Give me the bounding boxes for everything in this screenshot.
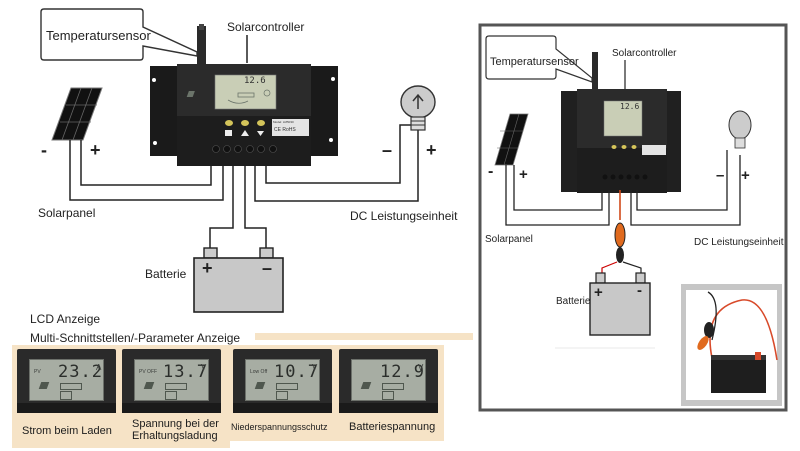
lcd-battery-box-icon	[382, 391, 394, 400]
light-bulb-icon	[400, 85, 436, 131]
lcd-unit: A	[96, 363, 102, 372]
lcd-screen: Low Off 10.7 V	[245, 359, 320, 401]
load-minus-sign: –	[382, 140, 393, 160]
lcd-caption: Niederspannungsschutz	[231, 421, 328, 433]
right-temp-callout	[485, 35, 593, 83]
lcd-battery-icon	[165, 383, 187, 390]
right-controller-label: Solarcontroller	[612, 48, 677, 59]
temp-sensor-label: Temperatursensor	[46, 28, 151, 43]
right-solar-panel-label: Solarpanel	[485, 234, 533, 245]
lcd-battery-box-icon	[60, 391, 72, 400]
lcd-value: 10.7	[274, 362, 319, 382]
solar-controller-device	[150, 64, 338, 166]
lcd-caption-line-1: Spannung bei der	[132, 418, 219, 430]
right-solar-plus-sign: +	[519, 166, 528, 183]
lcd-caption: Strom beim Laden	[22, 425, 112, 437]
right-solar-panel-icon	[494, 113, 529, 166]
controller-lcd	[214, 74, 277, 110]
lcd-battery-icon	[276, 383, 298, 390]
lcd-tag: PV OFF	[139, 369, 158, 375]
lcd-battery-icon	[382, 383, 404, 390]
right-controller-device	[561, 89, 681, 193]
right-solar-minus-sign: -	[488, 163, 494, 180]
lcd-caption-line-1: Strom beim Laden	[22, 425, 112, 437]
right-load-minus-sign: –	[716, 167, 725, 184]
lcd-caption-line-1: Niederspannungsschutz	[231, 422, 328, 432]
temp-sensor-probe	[197, 26, 206, 66]
lcd-caption-line-2: Erhaltungsladung	[132, 430, 218, 442]
battery-plus-sign: +	[202, 258, 213, 278]
temp-sensor-callout	[40, 8, 198, 61]
lcd-screen: PV 23.2 A	[29, 359, 104, 401]
model-label: Model: LM5030	[273, 120, 294, 124]
solar-panel-icon	[51, 87, 103, 141]
battery-icon	[193, 247, 284, 313]
wires	[69, 124, 419, 248]
lcd-battery-icon	[60, 383, 82, 390]
left-wiring-diagram	[40, 8, 436, 313]
model-label-plate	[272, 119, 309, 136]
controller-label: Solarcontroller	[227, 20, 305, 34]
battery-photo-inset	[681, 284, 782, 406]
lcd-panel: Low Off 10.7 V	[233, 349, 332, 413]
battery-label: Batterie	[145, 267, 187, 281]
lcd-panel: 12.9 V	[339, 349, 438, 413]
right-controller-lcd-value: 12.6	[620, 102, 640, 111]
lcd-caption-line-1: Batteriespannung	[349, 421, 436, 433]
lcd-value: 13.7	[163, 362, 208, 382]
cert-label: CE RoHS	[274, 127, 296, 133]
solar-panel-label: Solarpanel	[38, 206, 96, 220]
lcd-unit: V	[312, 363, 318, 372]
right-battery-icon	[589, 272, 651, 336]
lcd-panel: PV OFF 13.7 V	[122, 349, 221, 413]
right-load-label: DC Leistungseinheit	[694, 237, 784, 248]
right-temp-probe	[592, 52, 598, 90]
lcd-panel: PV 23.2 A	[17, 349, 116, 413]
decorative-strip	[255, 333, 473, 340]
lcd-section-subtitle: Multi-Schnittstellen/-Parameter Anzeige	[30, 331, 241, 345]
lcd-screen: PV OFF 13.7 V	[134, 359, 209, 401]
right-battery-minus-sign: -	[637, 282, 642, 299]
lcd-value: 12.9	[380, 362, 425, 382]
load-plus-sign: +	[426, 140, 437, 160]
solar-minus-sign: -	[41, 140, 47, 160]
right-wires	[505, 150, 741, 226]
battery-minus-sign: –	[262, 258, 273, 278]
solar-plus-sign: +	[90, 140, 101, 160]
lcd-battery-box-icon	[165, 391, 177, 400]
lcd-unit: V	[201, 363, 207, 372]
lcd-unit: V	[418, 363, 424, 372]
load-label: DC Leistungseinheit	[350, 209, 458, 223]
right-battery-label: Batterie	[556, 296, 591, 307]
right-temp-sensor-label: Temperatursensor	[490, 56, 579, 68]
lcd-caption: Batteriespannung	[349, 421, 435, 433]
right-bulb-icon	[728, 110, 752, 149]
lcd-tag: Low Off	[250, 369, 268, 375]
right-load-plus-sign: +	[741, 167, 750, 184]
lcd-section-title: LCD Anzeige	[30, 312, 101, 326]
lcd-tag: PV	[34, 369, 41, 375]
lcd-screen: 12.9 V	[351, 359, 426, 401]
lcd-value: 23.2	[58, 362, 103, 382]
controller-lcd-value: 12.6	[244, 76, 266, 86]
lcd-battery-box-icon	[276, 391, 288, 400]
right-battery-plus-sign: +	[594, 284, 603, 301]
lcd-caption: Spannung bei der Erhaltungsladung	[132, 418, 219, 442]
